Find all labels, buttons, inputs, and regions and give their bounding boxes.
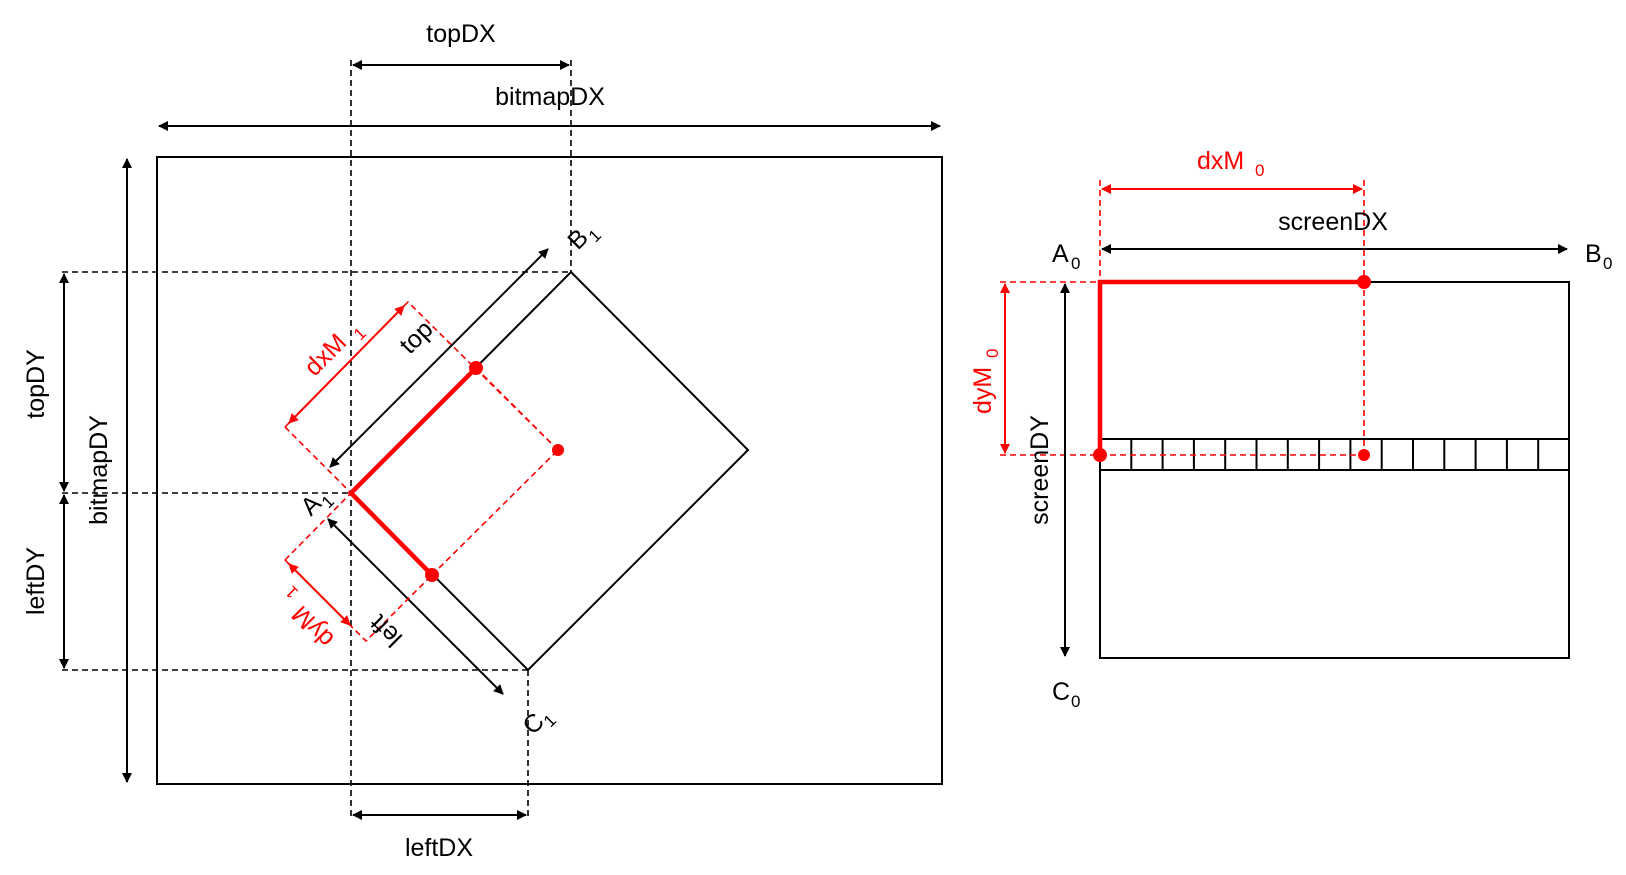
- label-dxm1: dxM 1: [299, 324, 370, 382]
- label-c1: C 1: [517, 708, 560, 741]
- label-b0: B 0: [1585, 240, 1612, 273]
- dxm1-arrow: [288, 305, 405, 424]
- point-mapped: [552, 444, 564, 456]
- label-b1: B 1: [562, 223, 605, 255]
- dym1-construction-d: [431, 449, 559, 576]
- label-c0: C 0: [1052, 678, 1080, 711]
- svg-text:0: 0: [1071, 254, 1080, 273]
- screen-diagram: dxM 0 screenDX A 0 B 0 C 0 dyM 0 screenD…: [969, 147, 1612, 711]
- label-a1: A 1: [295, 489, 338, 521]
- dym1-construction: [284, 559, 433, 643]
- svg-text:0: 0: [1255, 161, 1264, 180]
- dym1-arrow: [288, 563, 351, 626]
- svg-text:dxM: dxM: [299, 328, 352, 381]
- svg-text:B: B: [1585, 240, 1602, 268]
- mapped-path: [347, 366, 478, 577]
- svg-text:dxM: dxM: [1197, 147, 1244, 175]
- svg-text:1: 1: [350, 324, 370, 344]
- label-left: left: [365, 609, 408, 652]
- svg-text:A: A: [1052, 240, 1069, 268]
- bitmap-rect: [156, 156, 943, 785]
- label-screendy: screenDY: [1026, 415, 1054, 525]
- screen-point-mapped: [1358, 449, 1370, 461]
- left-arrow: [327, 518, 504, 695]
- svg-text:dyM: dyM: [969, 367, 997, 414]
- top-arrow: [329, 248, 549, 468]
- label-top: top: [394, 315, 438, 359]
- bitmap-diagram: topDX bitmapDX leftDX topDY leftDY bitma…: [22, 20, 943, 862]
- label-dym1: dyM 1: [282, 582, 340, 653]
- label-a0: A 0: [1052, 240, 1080, 273]
- label-dym0: dyM 0: [969, 349, 1002, 414]
- svg-text:0: 0: [1603, 254, 1612, 273]
- label-leftdx: leftDX: [405, 834, 473, 862]
- svg-text:C: C: [1052, 678, 1070, 706]
- svg-text:0: 0: [983, 349, 1002, 358]
- label-bitmapdx: bitmapDX: [495, 83, 605, 111]
- screen-point-left: [1093, 448, 1107, 462]
- dym1-construction-a: [284, 426, 352, 494]
- label-topdy: topDY: [22, 349, 50, 419]
- screen-mapped-path: [1097, 279, 1364, 455]
- label-screendx: screenDX: [1278, 208, 1388, 236]
- dym1-construction-c: [284, 492, 352, 561]
- point-left: [425, 568, 439, 582]
- point-top: [469, 361, 483, 375]
- label-topdx: topDX: [426, 20, 496, 48]
- svg-text:0: 0: [1071, 692, 1080, 711]
- screen-point-top: [1357, 275, 1371, 289]
- dxm1-construction-b: [475, 367, 559, 451]
- scanline-cells: [1130, 439, 1540, 470]
- label-leftdy: leftDY: [22, 547, 50, 615]
- svg-text:1: 1: [282, 582, 302, 602]
- label-bitmapdy: bitmapDY: [85, 415, 113, 525]
- label-dxm0: dxM 0: [1197, 147, 1264, 180]
